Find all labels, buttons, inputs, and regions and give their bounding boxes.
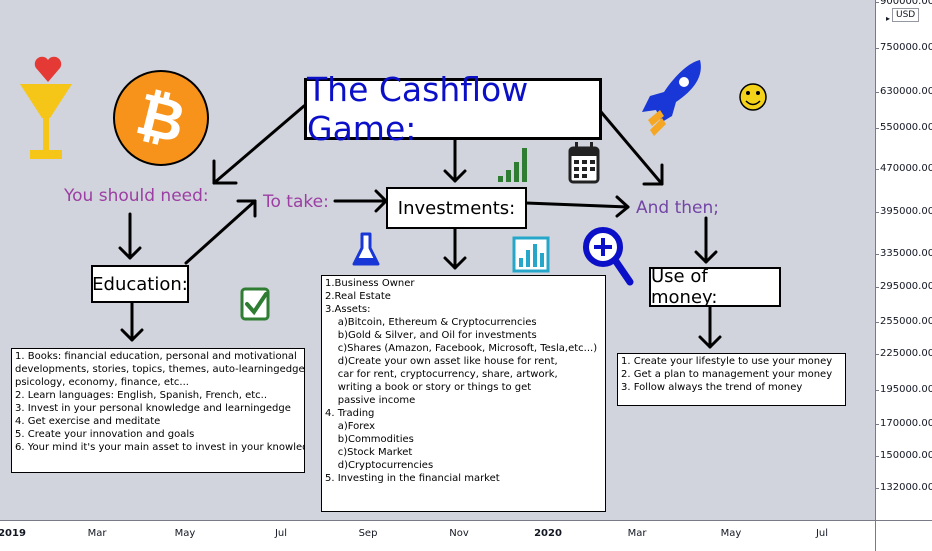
investments-list-item: b)Commodities: [325, 434, 414, 445]
price-tick-label: 630000.00: [874, 86, 932, 97]
price-tick-label: 170000.00: [874, 418, 932, 429]
check-icon: [240, 287, 270, 321]
arrow-title-to-need: [212, 104, 306, 185]
investments-list-item: a)Forex: [325, 421, 376, 432]
time-tick-label: Jul: [274, 528, 288, 539]
price-axis[interactable]: ▸ USD 900000.00 750000.00 630000.00 550000.…: [874, 0, 932, 520]
label-to-take[interactable]: To take:: [263, 192, 329, 212]
use-of-money-list[interactable]: 1. Create your lifestyle to use your mon…: [617, 353, 846, 406]
investments-list-item: 2.Real Estate: [325, 291, 391, 302]
investments-list-item: d)Cryptocurrencies: [325, 460, 434, 471]
arrow-education-to-take: [184, 199, 257, 265]
smiley-icon: [739, 83, 767, 111]
education-list-item: 3. Invest in your personal knowledge and…: [15, 403, 291, 414]
time-tick-label: Mar: [627, 528, 647, 539]
investments-list-item: b)Gold & Silver, and Oil for investments: [325, 330, 537, 341]
arrow-investments-to-andthen: [524, 201, 630, 209]
education-list-item: 2. Learn languages: English, Spanish, Fr…: [15, 390, 268, 401]
use-of-money-list-item: 3. Follow always the trend of money: [621, 382, 803, 393]
time-tick-label: Jul: [815, 528, 829, 539]
education-list[interactable]: 1. Books: financial education, personal …: [11, 348, 305, 473]
node-investments[interactable]: Investments:: [386, 187, 527, 229]
bitcoin-icon: ₿: [113, 70, 209, 166]
price-tick-label: 900000.00: [874, 0, 932, 7]
investments-list-item: a)Bitcoin, Ethereum & Cryptocurrencies: [325, 317, 537, 328]
price-tick-label: 395000.00: [874, 206, 932, 217]
price-tick-label: 295000.00: [874, 281, 932, 292]
time-tick-label: Sep: [358, 528, 378, 539]
education-list-item: psicology, economy, finance, etc...: [15, 377, 189, 388]
education-list-item: 5. Create your innovation and goals: [15, 429, 195, 440]
price-tick-label: 335000.00: [874, 248, 932, 259]
investments-list[interactable]: 1.Business Owner 2.Real Estate 3.Assets: a…: [321, 275, 606, 512]
investments-list-item: c)Stock Market: [325, 447, 413, 458]
label-and-then[interactable]: And then;: [636, 198, 719, 218]
price-tick-label: 150000.00: [874, 450, 932, 461]
time-tick-label: Nov: [449, 528, 469, 539]
flow-arrows: [118, 104, 722, 349]
arrow-title-to-andthen: [594, 104, 664, 186]
time-tick-label: 2020: [534, 528, 562, 539]
price-tick-label: 255000.00: [874, 316, 932, 327]
currency-label[interactable]: USD: [892, 8, 920, 22]
education-list-item: developments, stories, topics, themes, a…: [15, 364, 305, 375]
cocktail-icon: [20, 84, 72, 159]
label-you-should-need[interactable]: You should need:: [64, 186, 209, 206]
price-tick-label: 470000.00: [874, 163, 932, 174]
investments-list-item: 1.Business Owner: [325, 278, 415, 289]
investments-list-item: 3.Assets:: [325, 304, 371, 315]
icon-layer: ₿: [20, 56, 767, 321]
node-use-of-money[interactable]: Use of money:: [649, 266, 781, 308]
education-list-item: 4. Get exercise and meditate: [15, 416, 161, 427]
chart-box-icon: [512, 236, 550, 273]
education-list-item: 6. Your mind it's your main asset to inv…: [15, 442, 305, 453]
chart-canvas[interactable]: The Cashflow Game: You should need: To t…: [0, 0, 875, 520]
time-tick-label: 2019: [0, 528, 26, 539]
node-education[interactable]: Education:: [91, 265, 189, 303]
investments-list-item: passive income: [325, 395, 416, 406]
investments-list-item: 4. Trading: [325, 408, 375, 419]
price-scale-marker: ▸: [886, 14, 891, 23]
price-tick-label: 225000.00: [874, 348, 932, 359]
price-tick-label: 550000.00: [874, 122, 932, 133]
price-tick-label: 750000.00: [874, 42, 932, 53]
use-of-money-list-item: 1. Create your lifestyle to use your mon…: [621, 356, 833, 367]
flask-icon: [352, 232, 380, 266]
price-tick-label: 195000.00: [874, 384, 932, 395]
time-tick-label: May: [174, 528, 196, 539]
time-tick-label: Mar: [87, 528, 107, 539]
heart-icon: [34, 56, 62, 82]
time-axis[interactable]: 2019 Mar May Jul Sep Nov 2020 Mar May Jul: [0, 520, 875, 551]
calendar-icon: [568, 142, 600, 184]
investments-list-item: d)Create your own asset like house for r…: [325, 356, 558, 367]
bar-chart-icon: [498, 148, 527, 182]
education-list-item: 1. Books: financial education, personal …: [15, 351, 297, 362]
zoom-in-icon: [583, 227, 634, 286]
investments-list-item: car for rent, cryptocurrency, share, art…: [325, 369, 558, 380]
use-of-money-list-item: 2. Get a plan to management your money: [621, 369, 833, 380]
rocket-icon: [642, 60, 701, 136]
investments-list-item: c)Shares (Amazon, Facebook, Microsoft, T…: [325, 343, 598, 354]
investments-list-item: 5. Investing in the financial market: [325, 473, 500, 484]
time-tick-label: May: [720, 528, 742, 539]
axis-corner: [875, 520, 932, 551]
price-tick-label: 132000.00: [874, 482, 932, 493]
investments-list-item: writing a book or story or things to get: [325, 382, 532, 393]
